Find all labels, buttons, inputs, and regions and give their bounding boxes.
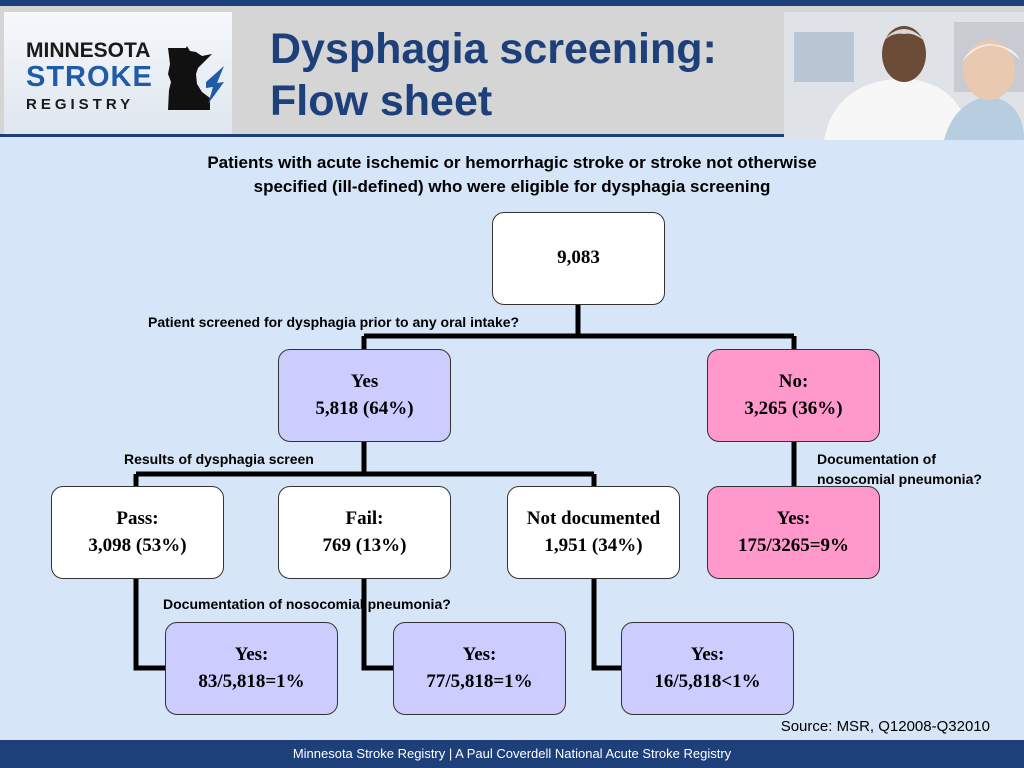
logo-line-registry: REGISTRY <box>26 96 135 113</box>
label-pneumonia-right-line-2: nosocomial pneumonia? <box>817 470 982 487</box>
logo-line-minnesota: MINNESOTA <box>26 39 151 62</box>
title-line-2: Flow sheet <box>270 76 493 125</box>
label-pneumonia-right-line-1: Documentation of <box>817 451 936 467</box>
node-fail-pneumonia-yes-value: 77/5,818=1% <box>426 670 533 692</box>
node-no-pneumonia-yes-label: Yes: <box>776 508 811 530</box>
node-fail-pneumonia-yes-label: Yes: <box>462 644 497 666</box>
node-total-value: 9,083 <box>557 247 600 269</box>
doctor-patient-photo <box>784 12 1024 140</box>
chart-subtitle: Patients with acute ischemic or hemorrha… <box>112 151 912 199</box>
node-fail-label: Fail: <box>345 508 384 530</box>
node-pass-pneumonia-yes: Yes: 83/5,818=1% <box>165 622 338 715</box>
registry-logo: MINNESOTA STROKE REGISTRY <box>4 12 232 134</box>
top-accent-bar <box>0 0 1024 6</box>
node-not-documented-value: 1,951 (34%) <box>544 534 643 556</box>
node-pass: Pass: 3,098 (53%) <box>51 486 224 579</box>
connector-pass-to-yes <box>133 577 166 671</box>
node-pass-value: 3,098 (53%) <box>88 534 187 556</box>
node-pass-label: Pass: <box>116 508 159 530</box>
title-line-1: Dysphagia screening: <box>270 25 717 73</box>
header-photo <box>784 12 1024 140</box>
minnesota-map-icon <box>168 46 224 110</box>
label-pneumonia-question-right: Documentation of nosocomial pneumonia? <box>817 450 982 489</box>
header-banner: MINNESOTA STROKE REGISTRY Dysphagia scre… <box>0 6 1024 140</box>
label-screened-question: Patient screened for dysphagia prior to … <box>148 314 520 330</box>
node-screened-no: No: 3,265 (36%) <box>707 349 880 442</box>
subtitle-line-2: specified (ill-defined) who were eligibl… <box>253 177 771 197</box>
label-pneumonia-question-bottom: Documentation of nosocomial pneumonia? <box>163 596 451 612</box>
node-notdoc-pneumonia-yes-label: Yes: <box>690 644 725 666</box>
node-notdoc-pneumonia-yes-value: 16/5,818<1% <box>654 670 761 692</box>
node-screened-yes: Yes 5,818 (64%) <box>278 349 451 442</box>
node-notdoc-pneumonia-yes: Yes: 16/5,818<1% <box>621 622 794 715</box>
footer-text: Minnesota Stroke Registry | A Paul Cover… <box>292 746 732 761</box>
node-no-pneumonia-yes-value: 175/3265=9% <box>737 534 850 556</box>
label-screen-results: Results of dysphagia screen <box>124 451 314 467</box>
connector-fail-to-yes <box>361 577 394 671</box>
node-fail-pneumonia-yes: Yes: 77/5,818=1% <box>393 622 566 715</box>
node-no-pneumonia-yes: Yes: 175/3265=9% <box>707 486 880 579</box>
source-note: Source: MSR, Q12008-Q32010 <box>780 718 990 735</box>
node-fail: Fail: 769 (13%) <box>278 486 451 579</box>
node-screened-no-value: 3,265 (36%) <box>744 397 843 419</box>
node-screened-yes-label: Yes <box>350 371 379 393</box>
page-title: Dysphagia screening: Flow sheet <box>270 24 717 127</box>
node-screened-no-label: No: <box>778 371 809 393</box>
node-not-documented-label: Not documented <box>526 508 661 530</box>
footer-bar: Minnesota Stroke Registry | A Paul Cover… <box>0 740 1024 768</box>
node-not-documented: Not documented 1,951 (34%) <box>507 486 680 579</box>
node-fail-value: 769 (13%) <box>322 534 407 556</box>
logo-line-stroke: STROKE <box>26 61 153 93</box>
node-screened-yes-value: 5,818 (64%) <box>315 397 414 419</box>
node-total-eligible: 9,083 <box>492 212 665 305</box>
connector-notdoc-to-yes <box>591 577 622 671</box>
node-pass-pneumonia-yes-value: 83/5,818=1% <box>198 670 305 692</box>
node-pass-pneumonia-yes-label: Yes: <box>234 644 269 666</box>
subtitle-line-1: Patients with acute ischemic or hemorrha… <box>207 153 817 172</box>
